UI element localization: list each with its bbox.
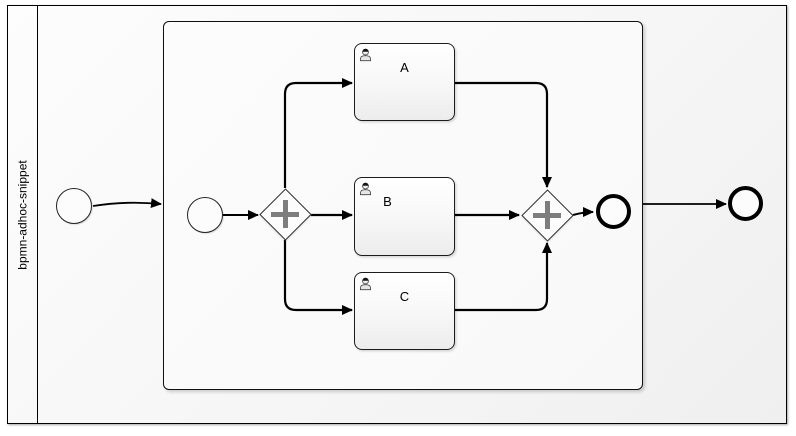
flow-split-to-task-c[interactable] — [283, 240, 353, 315]
task-label: C — [399, 289, 410, 304]
flow-start-to-subprocess[interactable] — [92, 198, 162, 209]
flow-task-c-to-join[interactable] — [455, 242, 552, 312]
task-b[interactable]: B — [354, 177, 455, 256]
flow-task-a-to-join[interactable] — [455, 81, 552, 188]
plus-icon — [282, 200, 288, 228]
flow-split-to-task-a[interactable] — [283, 78, 353, 188]
parallel-gateway-join[interactable] — [520, 188, 574, 242]
task-label: A — [400, 60, 409, 75]
end-event-outer[interactable] — [728, 186, 763, 221]
end-event-inner[interactable] — [596, 194, 631, 229]
start-event-outer[interactable] — [56, 188, 92, 224]
parallel-gateway-split[interactable] — [258, 187, 312, 241]
task-label: B — [383, 194, 392, 209]
user-icon — [360, 182, 371, 196]
flow-join-to-innerend[interactable] — [572, 207, 594, 218]
task-a[interactable]: A — [354, 43, 455, 121]
user-icon — [360, 277, 371, 291]
task-c[interactable]: C — [354, 272, 455, 350]
plus-icon — [544, 201, 550, 229]
user-icon — [360, 48, 371, 62]
pool-header[interactable]: bpmn-adhoc-snippet — [8, 6, 38, 423]
start-event-inner[interactable] — [187, 197, 223, 233]
